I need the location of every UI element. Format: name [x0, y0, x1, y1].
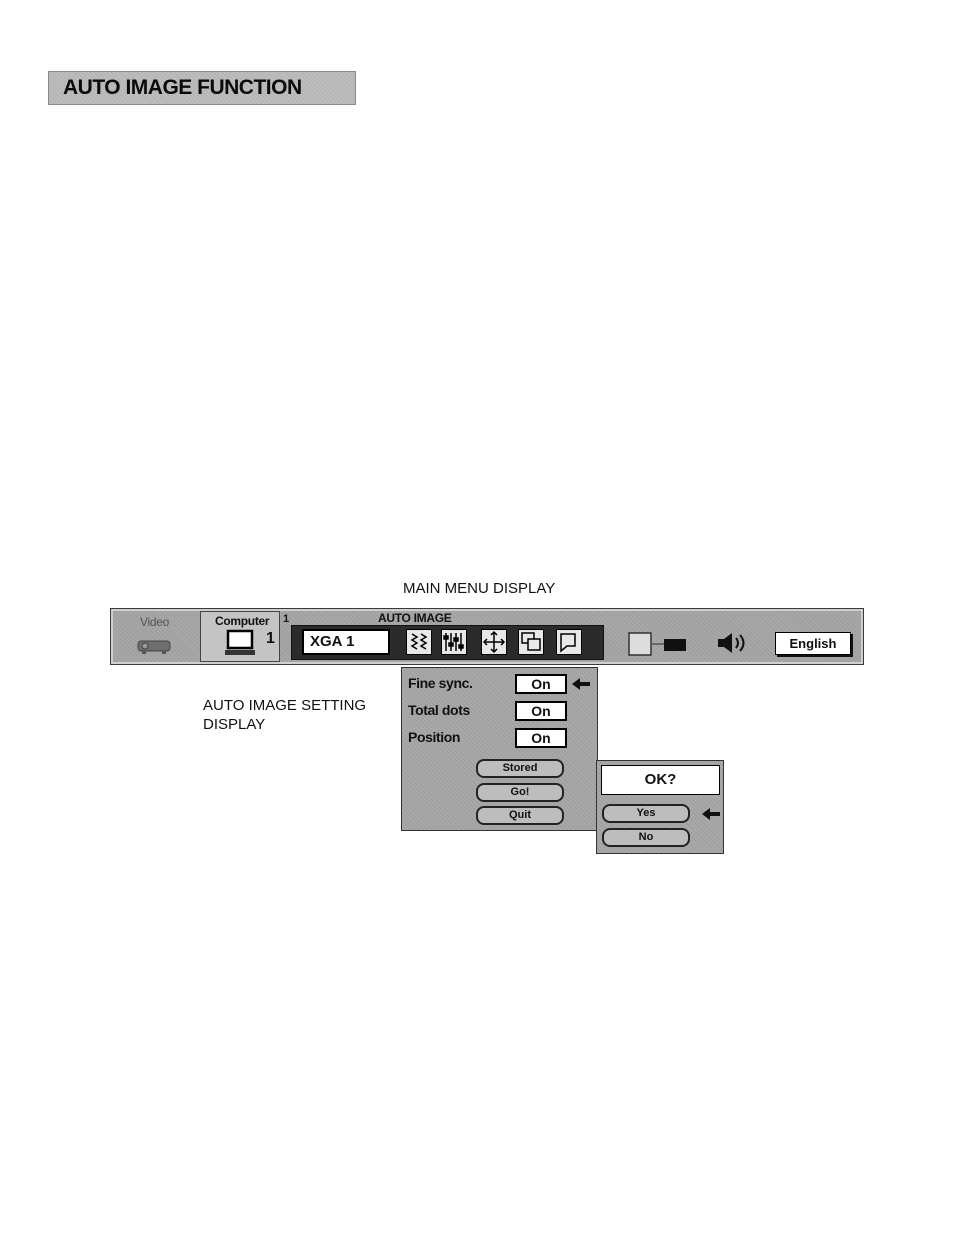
total-dots-value[interactable]: On [515, 701, 567, 721]
go-button[interactable]: Go! [476, 783, 564, 802]
quit-button[interactable]: Quit [476, 806, 564, 825]
no-button[interactable]: No [602, 828, 690, 847]
language-field[interactable]: English [775, 632, 851, 655]
confirm-prompt: OK? [601, 765, 720, 795]
selection-arrow-icon [700, 806, 722, 822]
mode-field[interactable]: XGA 1 [302, 629, 390, 655]
stored-button[interactable]: Stored [476, 759, 564, 778]
setting-caption: AUTO IMAGE SETTING DISPLAY [203, 696, 393, 734]
tab-video-label: Video [140, 615, 169, 629]
yes-button[interactable]: Yes [602, 804, 690, 823]
tab-computer-label: Computer [215, 614, 269, 628]
main-menu-caption: MAIN MENU DISPLAY [403, 579, 555, 598]
input-number: 1 [266, 630, 275, 648]
computer-monitor-icon [223, 629, 259, 659]
tab-video[interactable]: Video [118, 612, 196, 662]
auto-image-icon[interactable] [406, 629, 432, 655]
position-label: Position [408, 729, 460, 745]
selection-arrow-icon [570, 676, 592, 692]
fine-sync-value[interactable]: On [515, 674, 567, 694]
speaker-icon[interactable] [715, 630, 749, 656]
image-select-icon[interactable] [518, 629, 544, 655]
video-projector-icon [136, 636, 174, 656]
screen-icon[interactable] [556, 629, 582, 655]
setting-icon[interactable] [626, 630, 690, 660]
fine-sync-label: Fine sync. [408, 675, 472, 691]
tab-computer[interactable]: Computer 1 [200, 611, 280, 662]
pc-adjust-icon[interactable] [441, 629, 467, 655]
section-title: AUTO IMAGE FUNCTION [48, 71, 356, 105]
input-number-indicator: 1 [283, 613, 289, 625]
active-menu-label: AUTO IMAGE [378, 611, 451, 625]
position-value[interactable]: On [515, 728, 567, 748]
total-dots-label: Total dots [408, 702, 470, 718]
position-icon[interactable] [481, 629, 507, 655]
